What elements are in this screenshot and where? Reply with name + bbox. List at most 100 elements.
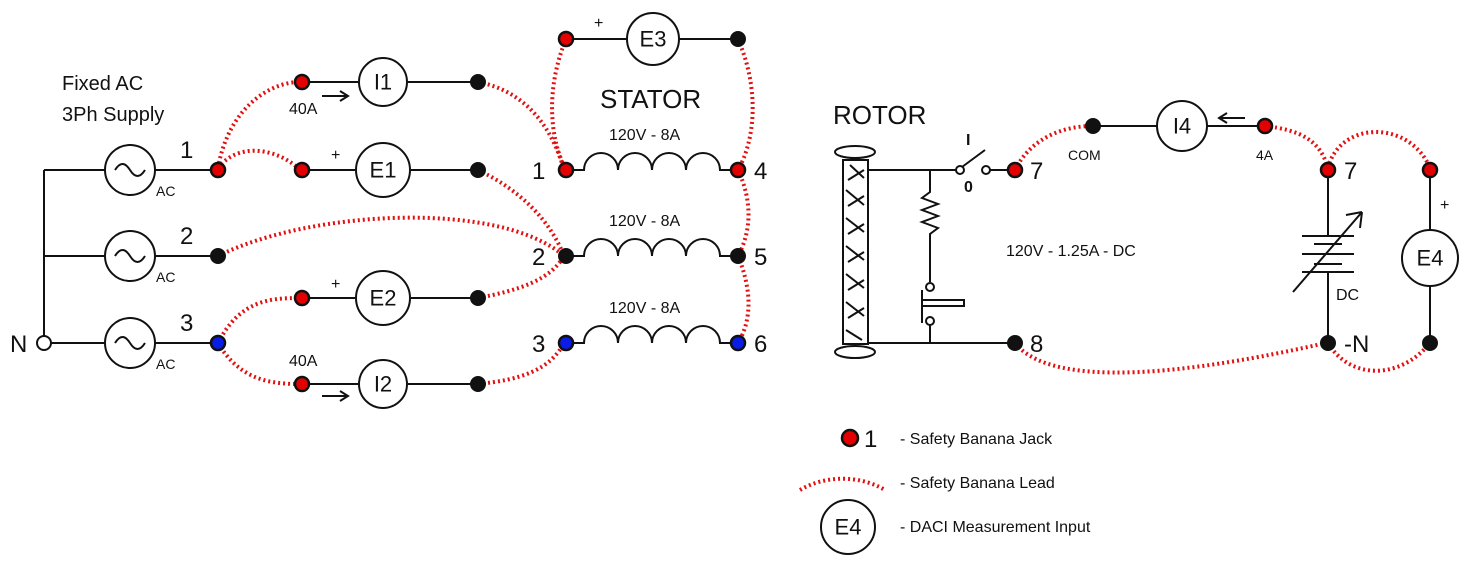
sine-wave-icon — [114, 336, 146, 350]
ac-label-1: AC — [156, 183, 175, 199]
jack-e4-pos — [1421, 161, 1439, 179]
variable-arrow-icon — [1292, 211, 1363, 293]
meter-i2: I2 40A — [289, 353, 478, 409]
winding-3-end: 6 — [754, 331, 767, 358]
ac-source-2 — [104, 230, 213, 282]
phase-label-1: 1 — [180, 137, 193, 164]
stator: STATOR E3 + 120V - 8A 1 4 120V - 8A 2 5 … — [532, 12, 767, 358]
jack-dc-n — [1320, 335, 1336, 351]
stator-winding-2: 120V - 8A 2 5 — [532, 213, 767, 271]
sine-wave-icon — [114, 163, 146, 177]
jack-e4-neg — [1422, 335, 1438, 351]
ac-label-2: AC — [156, 269, 175, 285]
dc-terminal-pos: 7 — [1344, 158, 1357, 185]
neutral-label: N — [10, 331, 27, 358]
banana-jacks — [209, 30, 1439, 393]
legend-jack-icon — [840, 428, 860, 448]
meter-e1-polarity: + — [331, 147, 340, 164]
meter-i4-com: COM — [1068, 147, 1101, 163]
stator-title: STATOR — [600, 84, 701, 114]
jack-e1-neg — [470, 162, 486, 178]
jack-i4-com — [1085, 118, 1101, 134]
jack-stator-6 — [729, 334, 747, 352]
winding-1-end: 4 — [754, 158, 767, 185]
jack-e3-neg — [730, 31, 746, 47]
meter-e3-label: E3 — [640, 27, 667, 52]
meter-e2: E2 + — [302, 270, 478, 326]
jack-stator-2 — [558, 248, 574, 264]
jack-dc-7 — [1319, 161, 1337, 179]
jack-e2-neg — [470, 290, 486, 306]
winding-2-rating: 120V - 8A — [609, 213, 680, 230]
jack-e3-pos — [557, 30, 575, 48]
legend-lead-text: - Safety Banana Lead — [900, 475, 1055, 492]
phase-label-2: 2 — [180, 223, 193, 250]
legend-meter-icon — [820, 499, 876, 555]
switch-on-label: I — [966, 132, 970, 149]
rotor-terminal-7: 7 — [1030, 158, 1043, 185]
meter-e2-label: E2 — [370, 286, 397, 311]
jack-stator-4 — [729, 161, 747, 179]
ac-label-3: AC — [156, 356, 175, 372]
supply-title-line2: 3Ph Supply — [62, 104, 164, 126]
legend-meter-symbol: E4 — [835, 515, 862, 540]
legend-jack-number: 1 — [864, 426, 877, 453]
legend-meter-text: - DACI Measurement Input — [900, 519, 1091, 536]
jack-i2-out — [470, 376, 486, 392]
dc-type-label: DC — [1336, 287, 1359, 304]
jack-i4-4a — [1256, 117, 1274, 135]
winding-1-start: 1 — [532, 158, 545, 185]
meter-i4-label: I4 — [1173, 114, 1191, 139]
jack-i2-in — [293, 375, 311, 393]
meter-e1: E1 + — [302, 142, 478, 198]
jack-supply-1 — [209, 161, 227, 179]
jack-e1-pos — [293, 161, 311, 179]
meter-e3-polarity: + — [594, 15, 603, 32]
meter-i4-rating: 4A — [1256, 147, 1274, 163]
rotor-rating: 120V - 1.25A - DC — [1006, 243, 1136, 260]
jack-supply-3 — [209, 334, 227, 352]
neutral-terminal — [36, 335, 52, 351]
phase-label-3: 3 — [180, 310, 193, 337]
winding-2-start: 2 — [532, 244, 545, 271]
winding-3-rating: 120V - 8A — [609, 300, 680, 317]
meter-e2-polarity: + — [331, 276, 340, 293]
legend-lead-icon — [798, 476, 887, 492]
jack-i1-in — [293, 73, 311, 91]
arrow-right-icon — [322, 390, 350, 402]
supply-title-line1: Fixed AC — [62, 73, 143, 95]
legend-jack-text: - Safety Banana Jack — [900, 431, 1053, 448]
ac-source-3 — [104, 317, 213, 369]
meter-e4-polarity: + — [1440, 197, 1449, 214]
meter-i1-rating: 40A — [289, 101, 318, 118]
jack-e2-pos — [293, 289, 311, 307]
stator-winding-3: 120V - 8A 3 6 — [532, 300, 767, 358]
jack-supply-2 — [210, 248, 226, 264]
rotor-terminal-8: 8 — [1030, 331, 1043, 358]
meter-i2-label: I2 — [374, 372, 392, 397]
winding-1-rating: 120V - 8A — [609, 127, 680, 144]
jack-i1-out — [470, 74, 486, 90]
legend: 1 - Safety Banana Jack - Safety Banana L… — [798, 426, 1091, 555]
meter-e1-label: E1 — [370, 158, 397, 183]
safety-leads — [216, 38, 1432, 386]
dc-terminal-neg: -N — [1344, 331, 1369, 358]
meter-e4-label: E4 — [1417, 246, 1444, 271]
rotor-title: ROTOR — [833, 100, 926, 130]
dc-supply: I4 COM 4A DC 7 -N E4 + — [1068, 100, 1459, 358]
meter-i2-rating: 40A — [289, 353, 318, 370]
meter-i1-label: I1 — [374, 70, 392, 95]
jack-stator-3 — [557, 334, 575, 352]
switch-off-label: 0 — [964, 179, 973, 196]
stator-winding-1: 120V - 8A 1 4 — [532, 127, 767, 185]
arrow-right-icon — [322, 90, 350, 102]
ac-source-1 — [104, 144, 213, 196]
jack-stator-1 — [557, 161, 575, 179]
winding-3-start: 3 — [532, 331, 545, 358]
winding-2-end: 5 — [754, 244, 767, 271]
rotor: ROTOR I 0 7 8 120V - 1.25A - DC — [833, 100, 1136, 359]
jack-stator-5 — [730, 248, 746, 264]
arrow-left-icon — [1217, 112, 1245, 124]
jack-rotor-7 — [1006, 161, 1024, 179]
